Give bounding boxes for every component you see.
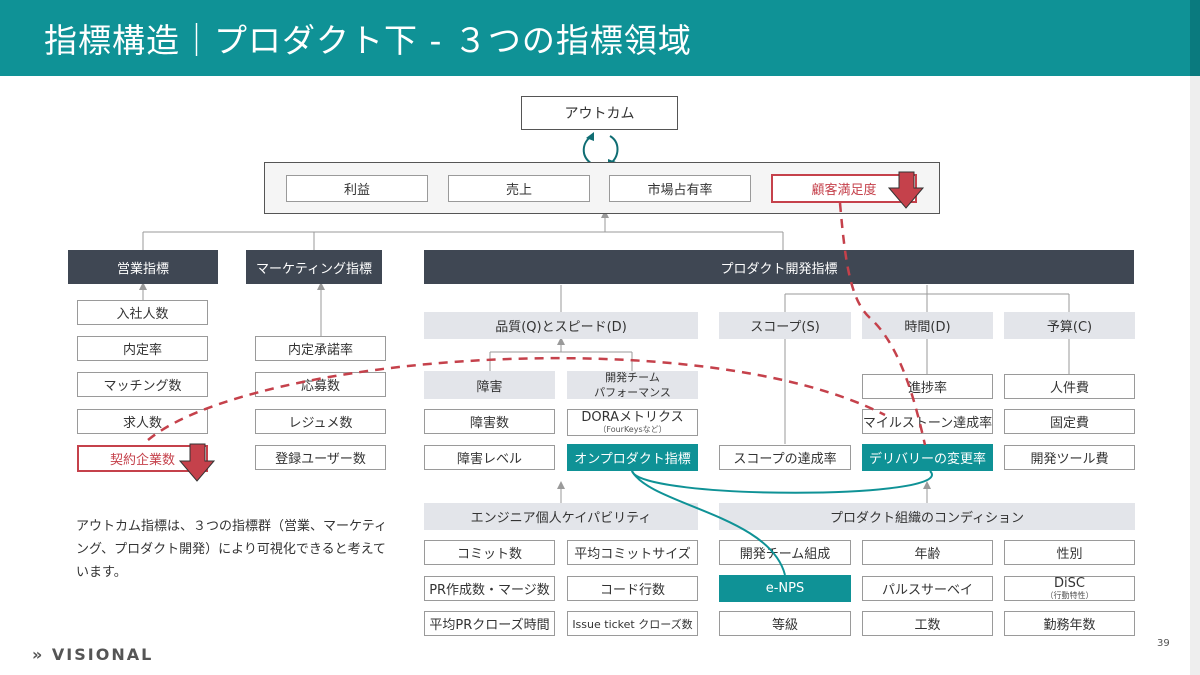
team-performance-header: 開発チーム パフォーマンス [567,371,698,399]
category-marketing: マーケティング指標 [246,250,382,284]
disc-item: DiSC （行動特性） [1004,576,1135,601]
engineer-item: コミット数 [424,540,555,565]
category-sales: 営業指標 [68,250,218,284]
budget-item: 固定費 [1004,409,1135,434]
sales-item: 入社人数 [77,300,208,325]
red-dashed-arc [147,356,886,441]
sales-item: マッチング数 [77,372,208,397]
org-item: 勤務年数 [1004,611,1135,636]
org-item: パルスサーベイ [862,576,993,601]
failure-header: 障害 [424,371,555,399]
disc-note: （行動特性） [1045,591,1094,600]
page-number: 39 [1157,638,1170,649]
down-arrow-icon [887,171,925,209]
e-nps: e-NPS [719,575,851,602]
engineer-item: 平均PRクローズ時間 [424,611,555,636]
title-bar: 指標構造｜プロダクト下 - ３つの指標領域 [0,0,1200,76]
marketing-item: 登録ユーザー数 [255,445,386,470]
engineer-item: PR作成数・マージ数 [424,576,555,601]
subcategory-quality-speed: 品質(Q)とスピード(D) [424,312,698,339]
red-dashed-link [838,202,927,446]
engineer-capability-header: エンジニア個人ケイパビリティ [424,503,698,530]
engineer-item: コード行数 [567,576,698,601]
marketing-item: 応募数 [255,372,386,397]
metric-market-share: 市場占有率 [609,175,751,202]
org-condition-header: プロダクト組織のコンディション [719,503,1135,530]
failure-item: 障害数 [424,409,555,434]
budget-item: 人件費 [1004,374,1135,399]
down-arrow-icon [178,443,216,482]
subcategory-time: 時間(D) [862,312,993,339]
teal-link-loop [631,470,933,494]
right-edge [1190,0,1200,675]
logo-text: VISIONAL [51,645,154,664]
engineer-item: 平均コミットサイズ [567,540,698,565]
logo-chevron-icon: » [32,645,45,664]
subcategory-scope: スコープ(S) [719,312,851,339]
metric-sales: 売上 [448,175,590,202]
marketing-item: レジュメ数 [255,409,386,434]
org-item: 等級 [719,611,851,636]
marketing-item: 内定承諾率 [255,336,386,361]
org-item: 工数 [862,611,993,636]
org-item: 開発チーム組成 [719,540,851,565]
outcome-box: アウトカム [521,96,678,130]
dora-note: （FourKeysなど） [598,425,667,434]
disc-label: DiSC [1054,576,1085,591]
failure-item: 障害レベル [424,445,555,470]
teal-link-enps [631,470,786,576]
category-product: プロダクト開発指標 [424,250,1134,284]
org-item: 年齢 [862,540,993,565]
page-title: 指標構造｜プロダクト下 - ３つの指標領域 [44,21,692,60]
time-item: 進捗率 [862,374,993,399]
dora-label: DORAメトリクス [581,410,684,425]
metric-profit: 利益 [286,175,428,202]
sales-item: 求人数 [77,409,208,434]
right-edge-dark [1190,0,1200,76]
team-header-line2: パフォーマンス [594,386,671,399]
onproduct-metrics: オンプロダクト指標 [567,444,698,471]
engineer-item: Issue ticket クローズ数 [567,611,698,636]
sales-item: 内定率 [77,336,208,361]
description-text: アウトカム指標は、３つの指標群（営業、マーケティング、プロダクト開発）により可視… [76,519,387,580]
scope-item: スコープの達成率 [719,445,851,470]
delivery-change-rate: デリバリーの変更率 [862,444,993,471]
subcategory-budget: 予算(C) [1004,312,1135,339]
dora-metrics: DORAメトリクス （FourKeysなど） [567,409,698,436]
visional-logo: » VISIONAL [32,645,153,664]
budget-item: 開発ツール費 [1004,445,1135,470]
team-header-line1: 開発チーム [605,371,660,384]
org-item: 性別 [1004,540,1135,565]
